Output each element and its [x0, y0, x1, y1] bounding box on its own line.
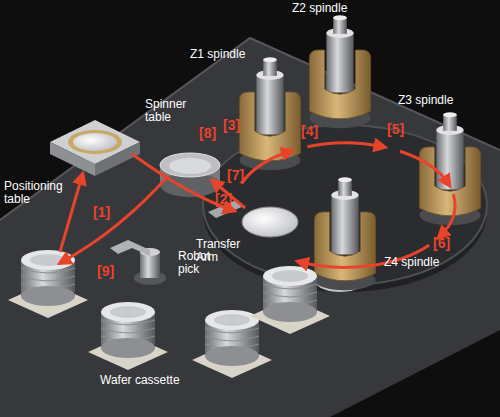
callout-number: [2] — [214, 192, 233, 207]
part-label: Z2 spindle — [292, 2, 347, 15]
callout-number: [4] — [300, 124, 319, 139]
callout-number: [6] — [432, 236, 451, 251]
callout-number: [7] — [226, 168, 245, 183]
part-label: Z3 spindle — [398, 94, 453, 107]
part-label: Spinner table — [145, 98, 197, 124]
callout-number: [5] — [386, 122, 405, 137]
callout-number: [8] — [198, 126, 217, 141]
part-label: Z4 spindle — [384, 256, 439, 269]
callout-number: [1] — [92, 205, 111, 220]
part-label: Robot pick — [178, 250, 222, 276]
part-label: Positioning table — [4, 180, 84, 206]
callout-number: [3] — [222, 118, 241, 133]
callout-number: [9] — [96, 264, 115, 279]
part-label: Wafer cassette — [100, 374, 180, 387]
part-label: Z1 spindle — [190, 48, 245, 61]
